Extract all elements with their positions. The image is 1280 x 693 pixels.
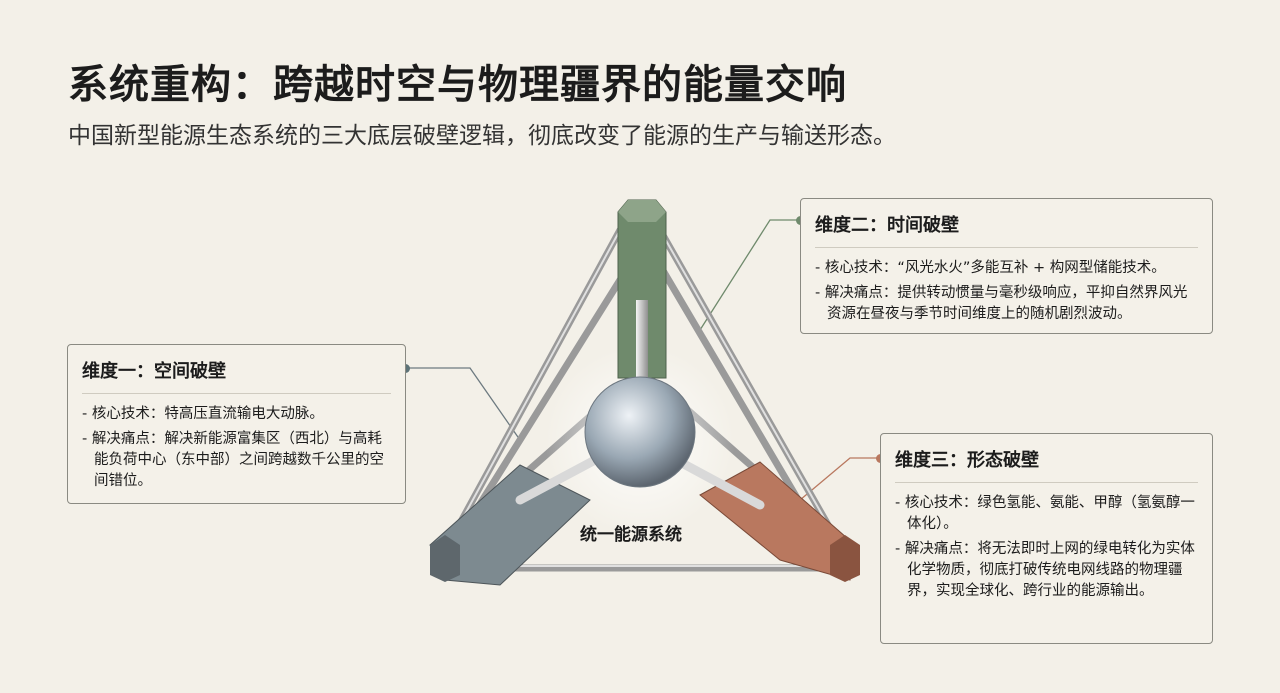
card-pain-point: - 解决痛点：解决新能源富集区（西北）与高耗能负荷中心（东中部）之间跨越数千公里… <box>82 431 384 489</box>
card-title: 维度二：时间破壁 <box>815 211 1198 248</box>
energy-sphere <box>584 376 696 488</box>
form-prism <box>675 457 860 582</box>
page-subtitle: 中国新型能源生态系统的三大底层破壁逻辑，彻底改变了能源的生产与输送形态。 <box>68 123 896 149</box>
dimension-card-form: 维度三：形态破壁 - 核心技术：绿色氢能、氨能、甲醇（氢氨醇一体化）。 - 解决… <box>880 433 1213 644</box>
card-core-tech: - 核心技术：“风光水火”多能互补 + 构网型储能技术。 <box>815 260 1166 276</box>
card-core-tech: - 核心技术：特高压直流输电大动脉。 <box>82 406 324 422</box>
dimension-card-space: 维度一：空间破壁 - 核心技术：特高压直流输电大动脉。 - 解决痛点：解决新能源… <box>67 344 406 504</box>
page-title: 系统重构：跨越时空与物理疆界的能量交响 <box>68 62 847 108</box>
card-core-tech: - 核心技术：绿色氢能、氨能、甲醇（氢氨醇一体化）。 <box>895 495 1195 532</box>
time-pillar <box>617 199 667 395</box>
connector-line-space <box>405 367 521 441</box>
connector-line-form <box>799 457 880 501</box>
dimension-card-time: 维度二：时间破壁 - 核心技术：“风光水火”多能互补 + 构网型储能技术。 - … <box>800 198 1213 334</box>
card-pain-point: - 解决痛点：提供转动惯量与毫秒级响应，平抑自然界风光资源在昼夜与季节时间维度上… <box>815 285 1188 322</box>
center-label: 统一能源系统 <box>580 525 682 545</box>
card-title: 维度一：空间破壁 <box>82 357 391 394</box>
space-prism <box>429 455 600 586</box>
card-pain-point: - 解决痛点：将无法即时上网的绿电转化为实体化学物质，彻底打破传统电网线路的物理… <box>895 541 1195 599</box>
connector-line-time <box>699 219 800 331</box>
card-title: 维度三：形态破壁 <box>895 446 1198 483</box>
